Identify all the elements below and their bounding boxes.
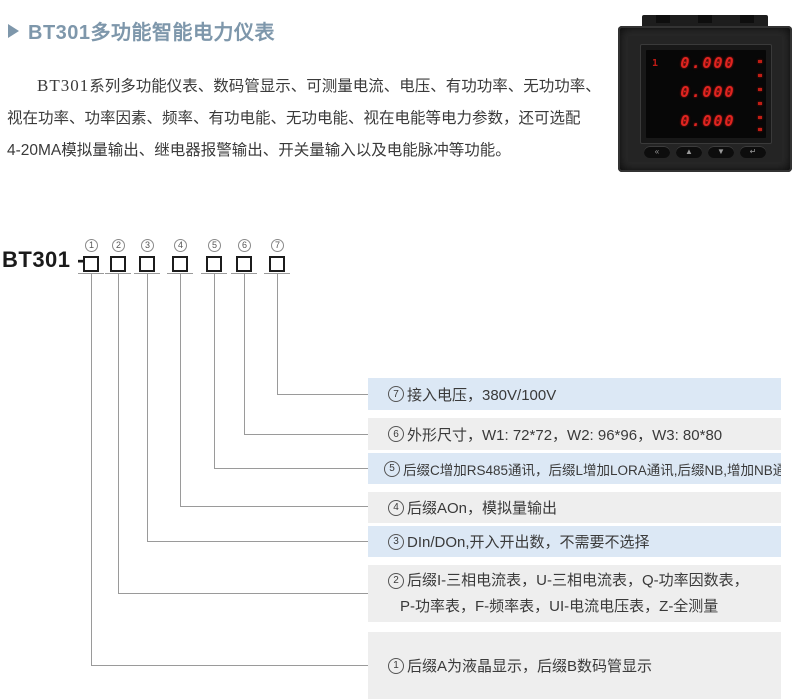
connector-line-5-h: [214, 468, 368, 469]
option-row-7: 7 接入电压，380V/100V: [368, 378, 781, 410]
led-row-3: 0.000: [680, 112, 736, 130]
option-4-label: 后缀AOn，模拟量输出: [407, 500, 558, 517]
connector-tick: [134, 273, 160, 274]
position-number-4: 4: [174, 239, 187, 252]
connector-line-4: [180, 274, 181, 506]
section-header: BT301多功能智能电力仪表: [8, 16, 275, 45]
product-photo: 1 0.000 0.000 0.000 « ▲ ▼ ↵: [616, 12, 794, 174]
option-3-label: DIn/DOn,开入开出数，不需要不选择: [407, 534, 650, 551]
connector-tick: [264, 273, 290, 274]
meter-display: 1 0.000 0.000 0.000: [646, 50, 766, 138]
code-box-6: [236, 256, 252, 272]
clip-tooth: [740, 15, 754, 23]
option-3-number: 3: [388, 533, 404, 550]
intro-line-1-text: 系列多功能仪表、数码管显示、可测量电流、电压、有功功率、无功功率、: [89, 78, 601, 95]
option-2-label: 后缀I-三相电流表，U-三相电流表，Q-功率因数表，: [407, 571, 749, 589]
section-bullet-icon: [8, 23, 19, 38]
code-box-1: [83, 256, 99, 272]
option-6-number: 6: [388, 426, 404, 442]
intro-line-3: 4-20MA模拟量输出、继电器报警输出、开关量输入以及电能脉冲等功能。: [7, 142, 511, 159]
option-2-number: 2: [388, 572, 404, 589]
position-number-6: 6: [238, 239, 251, 252]
clip-tooth: [698, 15, 712, 23]
connector-line-3: [147, 274, 148, 541]
intro-line-1: BT301系列多功能仪表、数码管显示、可测量电流、电压、有功功率、无功功率、: [7, 70, 613, 103]
position-number-1: 1: [85, 239, 98, 252]
meter-up-button: ▲: [676, 146, 702, 158]
option-row-3: 3 DIn/DOn,开入开出数，不需要不选择: [368, 526, 781, 557]
connector-line-6-h: [244, 434, 368, 435]
connector-line-7: [277, 274, 278, 394]
option-7-number: 7: [388, 386, 404, 402]
connector-line-2: [118, 274, 119, 593]
position-number-5: 5: [208, 239, 221, 252]
option-5-label: 后缀C增加RS485通讯，后缀L增加LORA通讯,后缀NB,增加NB通讯: [403, 462, 781, 478]
annunciator-led: [758, 88, 762, 91]
position-number-7: 7: [271, 239, 284, 252]
annunciator-led: [758, 116, 762, 119]
connector-tick: [105, 273, 131, 274]
annunciator-led: [758, 102, 762, 105]
led-row-1: 0.000: [680, 54, 736, 72]
option-7-label: 接入电压，380V/100V: [407, 386, 557, 404]
option-2-line-2: P-功率表，F-频率表，UI-电流电压表，Z-全测量: [400, 597, 719, 615]
connector-line-1: [91, 274, 92, 665]
option-row-5: 5 后缀C增加RS485通讯，后缀L增加LORA通讯,后缀NB,增加NB通讯: [368, 453, 781, 484]
connector-tick: [167, 273, 193, 274]
brand-name: BT301: [37, 76, 90, 95]
connector-tick: [231, 273, 257, 274]
connector-line-1-h: [91, 665, 368, 666]
intro-paragraph: BT301系列多功能仪表、数码管显示、可测量电流、电压、有功功率、无功功率、 视…: [7, 70, 613, 167]
connector-line-7-h: [277, 394, 368, 395]
led-row-2: 0.000: [680, 83, 736, 101]
option-6-label: 外形尺寸，W1: 72*72，W2: 96*96，W3: 80*80: [407, 426, 723, 444]
clip-tooth: [656, 15, 670, 23]
code-box-7: [269, 256, 285, 272]
option-2-line-1: 2 后缀I-三相电流表，U-三相电流表，Q-功率因数表，: [388, 568, 749, 594]
position-number-2: 2: [112, 239, 125, 252]
page-title: BT301多功能智能电力仪表: [28, 22, 276, 44]
intro-line-2: 视在功率、功率因素、频率、有功电能、无功电能、视在电能等电力参数，还可选配: [7, 110, 581, 127]
annunciator-led: [758, 60, 762, 63]
annunciator-led: [758, 74, 762, 77]
position-number-3: 3: [141, 239, 154, 252]
option-5-number: 5: [384, 460, 400, 477]
connector-tick: [78, 273, 104, 274]
connector-line-6: [244, 274, 245, 434]
option-1-number: 1: [388, 657, 404, 674]
annunciator-led: [758, 128, 762, 131]
meter-enter-button: ↵: [740, 146, 766, 158]
meter-back-button: «: [644, 146, 670, 158]
model-code-label: BT301 -: [2, 247, 85, 272]
option-row-4: 4 后缀AOn，模拟量输出: [368, 492, 781, 523]
connector-line-5: [214, 274, 215, 468]
option-row-6: 6 外形尺寸，W1: 72*72，W2: 96*96，W3: 80*80: [368, 418, 781, 450]
connector-tick: [201, 273, 227, 274]
connector-line-2-h: [118, 593, 368, 594]
option-row-2: 2 后缀I-三相电流表，U-三相电流表，Q-功率因数表， P-功率表，F-频率表…: [368, 565, 781, 622]
option-4-number: 4: [388, 499, 404, 516]
code-box-4: [172, 256, 188, 272]
option-row-1: 1 后缀A为液晶显示，后缀B数码管显示: [368, 632, 781, 699]
code-box-2: [110, 256, 126, 272]
meter-down-button: ▼: [708, 146, 734, 158]
code-box-5: [206, 256, 222, 272]
meter-button-row: « ▲ ▼ ↵: [644, 146, 766, 158]
code-box-3: [139, 256, 155, 272]
connector-line-4-h: [180, 506, 368, 507]
led-phase-indicator: 1: [652, 58, 659, 69]
connector-line-3-h: [147, 541, 368, 542]
option-1-label: 后缀A为液晶显示，后缀B数码管显示: [407, 658, 653, 675]
